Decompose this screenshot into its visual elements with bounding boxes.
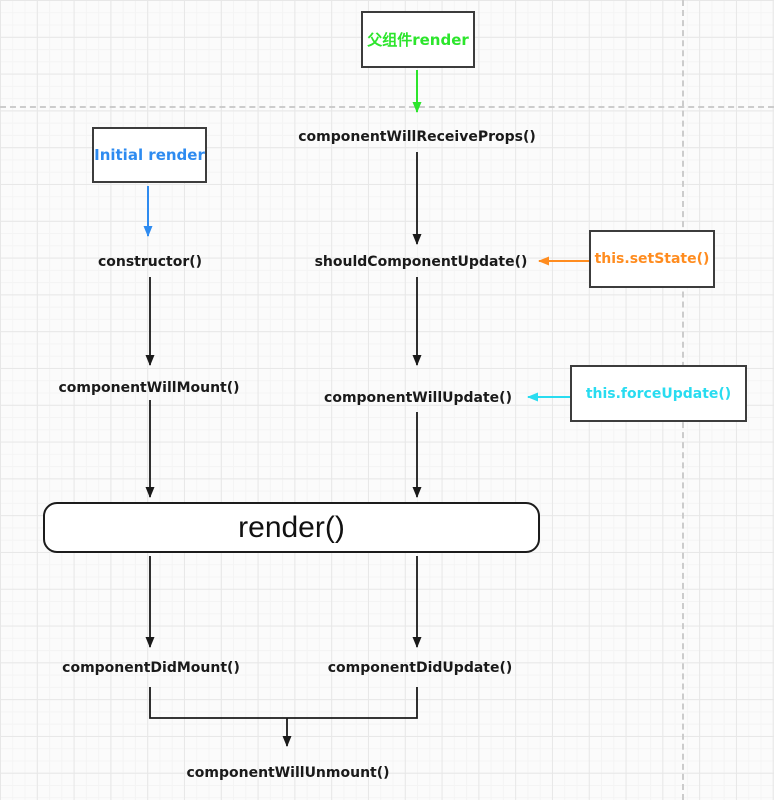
label-component-will-update: componentWillUpdate() [324, 390, 512, 406]
label-component-will-receive-props: componentWillReceiveProps() [298, 129, 536, 145]
connector-did-mount-did-update-merge [149, 687, 418, 719]
initial-render-label: Initial render [94, 146, 205, 164]
set-state-box: this.setState() [589, 230, 715, 288]
label-constructor: constructor() [97, 254, 203, 270]
render-label: render() [238, 510, 345, 544]
label-should-component-update: shouldComponentUpdate() [314, 254, 528, 270]
set-state-label: this.setState() [594, 251, 710, 267]
initial-render-box: Initial render [92, 127, 207, 183]
force-update-box: this.forceUpdate() [570, 365, 747, 422]
render-box: render() [43, 502, 540, 553]
label-component-will-unmount: componentWillUnmount() [186, 765, 390, 781]
force-update-label: this.forceUpdate() [585, 385, 732, 402]
label-component-did-mount: componentDidMount() [62, 660, 240, 676]
label-component-will-mount: componentWillMount() [58, 380, 240, 396]
parent-render-box: 父组件render [361, 11, 475, 68]
label-component-did-update: componentDidUpdate() [327, 660, 513, 676]
parent-render-label: 父组件render [367, 31, 469, 49]
page-break-horizontal-line [0, 106, 774, 108]
